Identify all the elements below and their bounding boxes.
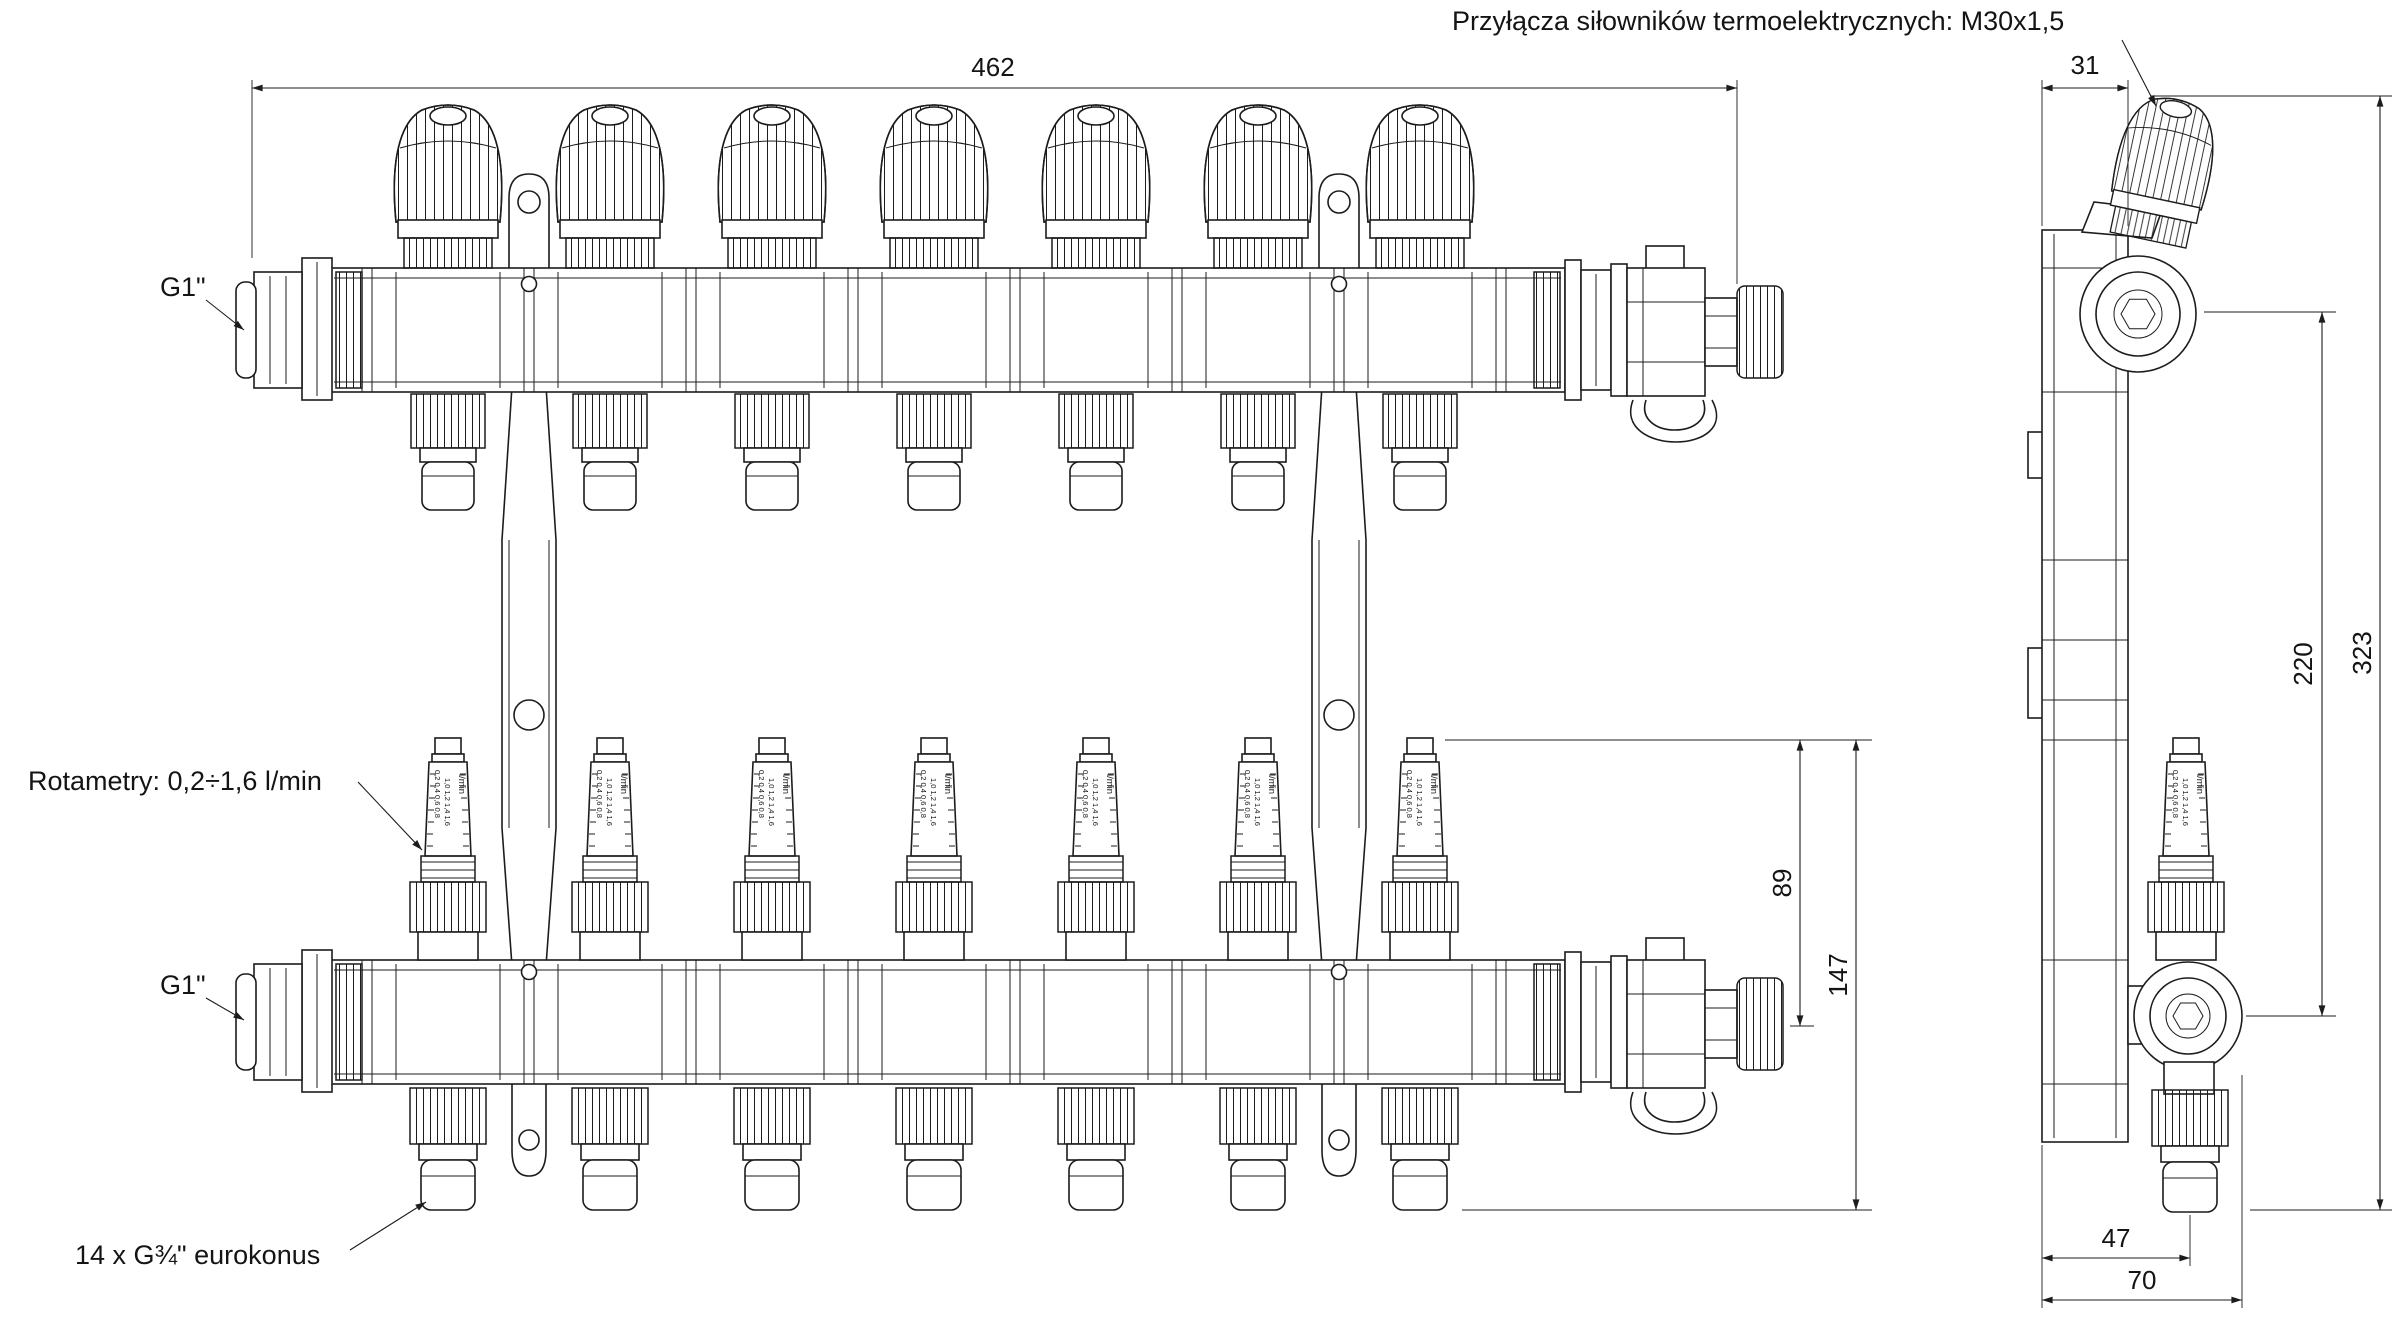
end-valve-bottom: [1564, 937, 1784, 1135]
end-valve-top: [1564, 245, 1784, 443]
callout-inlet-bottom-label: G1": [160, 970, 206, 1000]
dim-rotameter-height-value: 89: [1767, 869, 1797, 898]
dim-outlet-offset-value: 47: [2102, 1223, 2131, 1253]
callout-rotameters-leader: [357, 781, 423, 851]
inlet-plug-bottom: [235, 949, 333, 1093]
dimension-outlet-offset: 47: [2041, 1145, 2191, 1308]
dimensions: 462 31 220 323 89 147: [251, 50, 2392, 1308]
callout-outlets-label: 14 x G¾" eurokonus: [75, 1240, 320, 1270]
dimension-rotameter-to-outlet: 147: [1462, 740, 1872, 1211]
side-eurokonus-outlet: [2151, 1089, 2229, 1213]
dim-rotameter-to-outlet-value: 147: [1823, 953, 1853, 996]
bracket-screws: [520, 275, 1348, 981]
dimension-overall-height: 323: [2150, 95, 2392, 1211]
dimension-overall-depth: 70: [2042, 1075, 2243, 1308]
side-thermostatic-cap: [2101, 89, 2225, 251]
dim-overall-width-value: 462: [971, 52, 1014, 82]
callout-actuator-label: Przyłącza siłowników termoelektrycznych:…: [1452, 6, 2064, 36]
dim-overall-depth-value: 70: [2128, 1265, 2157, 1295]
callout-rotameters-label: Rotametry: 0,2÷1,6 l/min: [28, 766, 322, 796]
dim-overall-height-value: 323: [2347, 631, 2377, 674]
eurokonus-outlets: [409, 1087, 1459, 1211]
inlet-plug-top: [235, 257, 333, 401]
side-outlet-neck: [2163, 1061, 2215, 1095]
bottom-beam: [329, 959, 1566, 1085]
callout-inlet-top-leader: [205, 299, 245, 331]
callout-actuator-leader: [2121, 39, 2157, 107]
top-beam-outlets: [410, 393, 1458, 511]
front-view: [235, 104, 1784, 1211]
callout-inlet-bottom-leader: [205, 997, 245, 1021]
dimension-side-flange-width: 31: [2041, 50, 2129, 226]
dim-axis-spacing-value: 220: [2288, 642, 2318, 685]
dimension-overall-width: 462: [251, 52, 1738, 284]
side-view: [2027, 89, 2243, 1213]
callout-outlets-leader: [349, 1201, 427, 1251]
top-beam: [329, 267, 1566, 393]
side-ball-valve-top: [2079, 255, 2197, 373]
side-ball-valve-bottom: [2133, 961, 2243, 1071]
side-rotameter: [2147, 737, 2225, 961]
thermostatic-caps: [393, 104, 1475, 269]
callout-inlet-top-label: G1": [160, 272, 206, 302]
rotameters: [409, 737, 1459, 961]
dimension-axis-spacing: 220: [2204, 311, 2336, 1017]
dimension-rotameter-height: 89: [1445, 739, 1872, 1027]
callouts: Przyłącza siłowników termoelektrycznych:…: [28, 6, 2157, 1270]
dim-side-flange-value: 31: [2071, 50, 2100, 80]
